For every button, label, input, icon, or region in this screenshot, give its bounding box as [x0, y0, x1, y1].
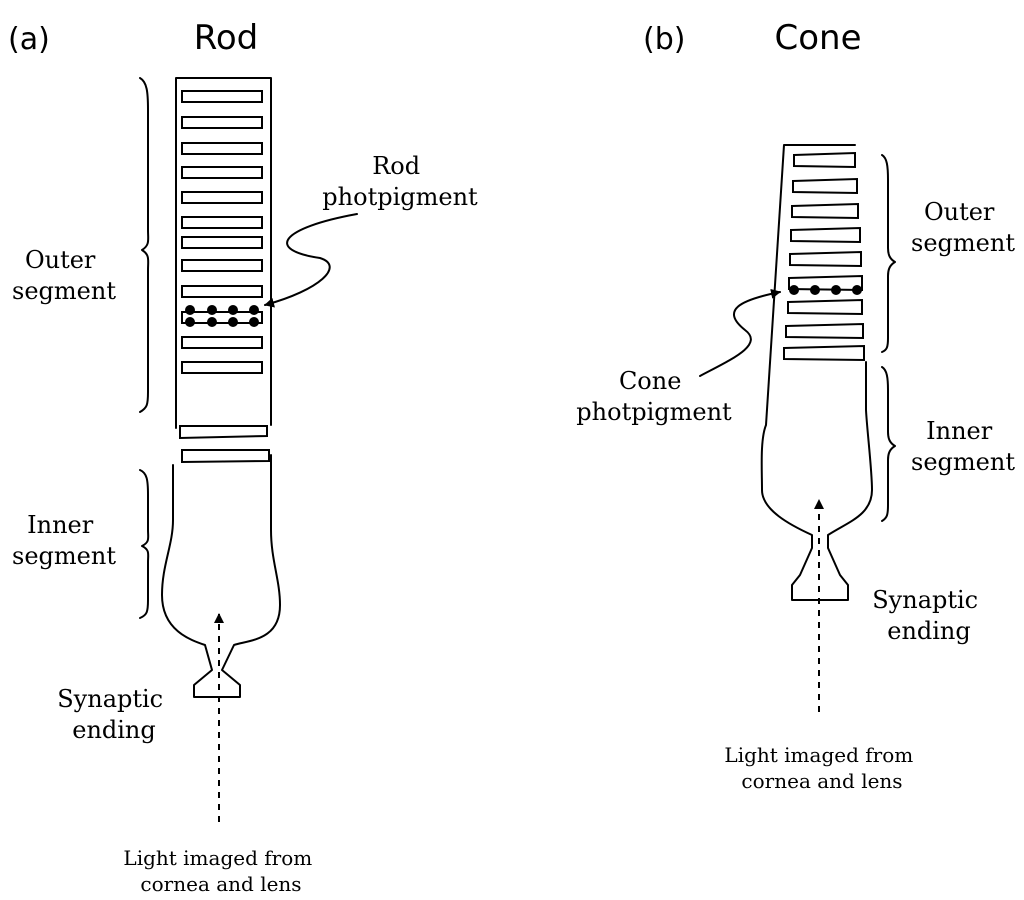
rod-disc [181, 361, 263, 374]
cone-pigment-dot [810, 285, 820, 295]
cone-pigment-dot [789, 285, 799, 295]
rod-photopigment-label: Rod photpigment [322, 152, 478, 211]
cone-panel: (b) Cone Outer segment Inner segment Con… [576, 18, 1015, 793]
cone-light-label: Light imaged from cornea and lens [724, 743, 919, 793]
cone-outer-segment-label: Outer segment [911, 198, 1015, 257]
cone-pointer-arrow [699, 288, 781, 377]
cone-photopigment-dots [789, 285, 862, 295]
cone-pigment-dot [831, 285, 841, 295]
cone-outer-segment-brace [881, 154, 896, 353]
cone-inner-segment-label: Inner segment [911, 417, 1015, 476]
cone-disc [787, 298, 863, 316]
rod-panel-title: Rod [194, 18, 258, 58]
rod-pigment-dot [185, 317, 195, 327]
rod-outer-segment-label: Outer segment [12, 246, 116, 305]
rod-cell-outline [161, 77, 281, 698]
rod-pigment-dot [185, 305, 195, 315]
rod-pointer-arrow [264, 213, 358, 308]
rod-lower-disc [179, 425, 268, 440]
rod-photopigment-dots [185, 305, 259, 327]
cone-disc [785, 322, 864, 340]
rod-panel: (a) Rod Outer segment Inner segment Rod … [8, 18, 478, 896]
cone-inner-segment-brace [881, 366, 896, 522]
rod-disc [181, 142, 263, 155]
cone-disc [791, 202, 859, 220]
rod-disc [181, 236, 263, 249]
cone-synaptic-label: Synaptic ending [872, 586, 986, 645]
cone-disc [790, 226, 861, 244]
rod-pigment-dot [207, 305, 217, 315]
cone-disc [793, 151, 856, 169]
rod-synaptic-label: Synaptic ending [57, 685, 171, 744]
rod-light-label: Light imaged from cornea and lens [123, 846, 318, 896]
rod-lower-disc [181, 449, 270, 464]
cone-panel-title: Cone [774, 18, 861, 58]
cone-photopigment-label: Cone photpigment [576, 367, 732, 426]
rod-disc [181, 166, 263, 179]
rod-inner-segment-brace [139, 469, 150, 619]
rod-disc [181, 259, 263, 272]
rod-disc [181, 90, 263, 103]
rod-disc [181, 336, 263, 349]
cone-disc [783, 344, 865, 362]
rod-disc [181, 285, 263, 298]
rod-disc [181, 191, 263, 204]
rod-pigment-dot [228, 317, 238, 327]
cone-disc [789, 250, 862, 268]
rod-disc [181, 116, 263, 129]
cone-panel-letter: (b) [643, 22, 685, 57]
cone-disc-stack [783, 151, 865, 362]
rod-pigment-dot [207, 317, 217, 327]
rod-inner-segment-label: Inner segment [12, 511, 116, 570]
rod-disc [181, 216, 263, 229]
rod-pigment-dot [228, 305, 238, 315]
rod-pigment-dot [249, 317, 259, 327]
cone-disc [788, 274, 863, 292]
rod-pigment-dot [249, 305, 259, 315]
rod-disc [181, 311, 263, 324]
cone-pigment-dot [852, 285, 862, 295]
cone-disc [792, 177, 858, 195]
rod-outer-segment-brace [139, 77, 150, 413]
rod-panel-letter: (a) [8, 22, 50, 57]
rod-disc-stack [181, 90, 263, 374]
